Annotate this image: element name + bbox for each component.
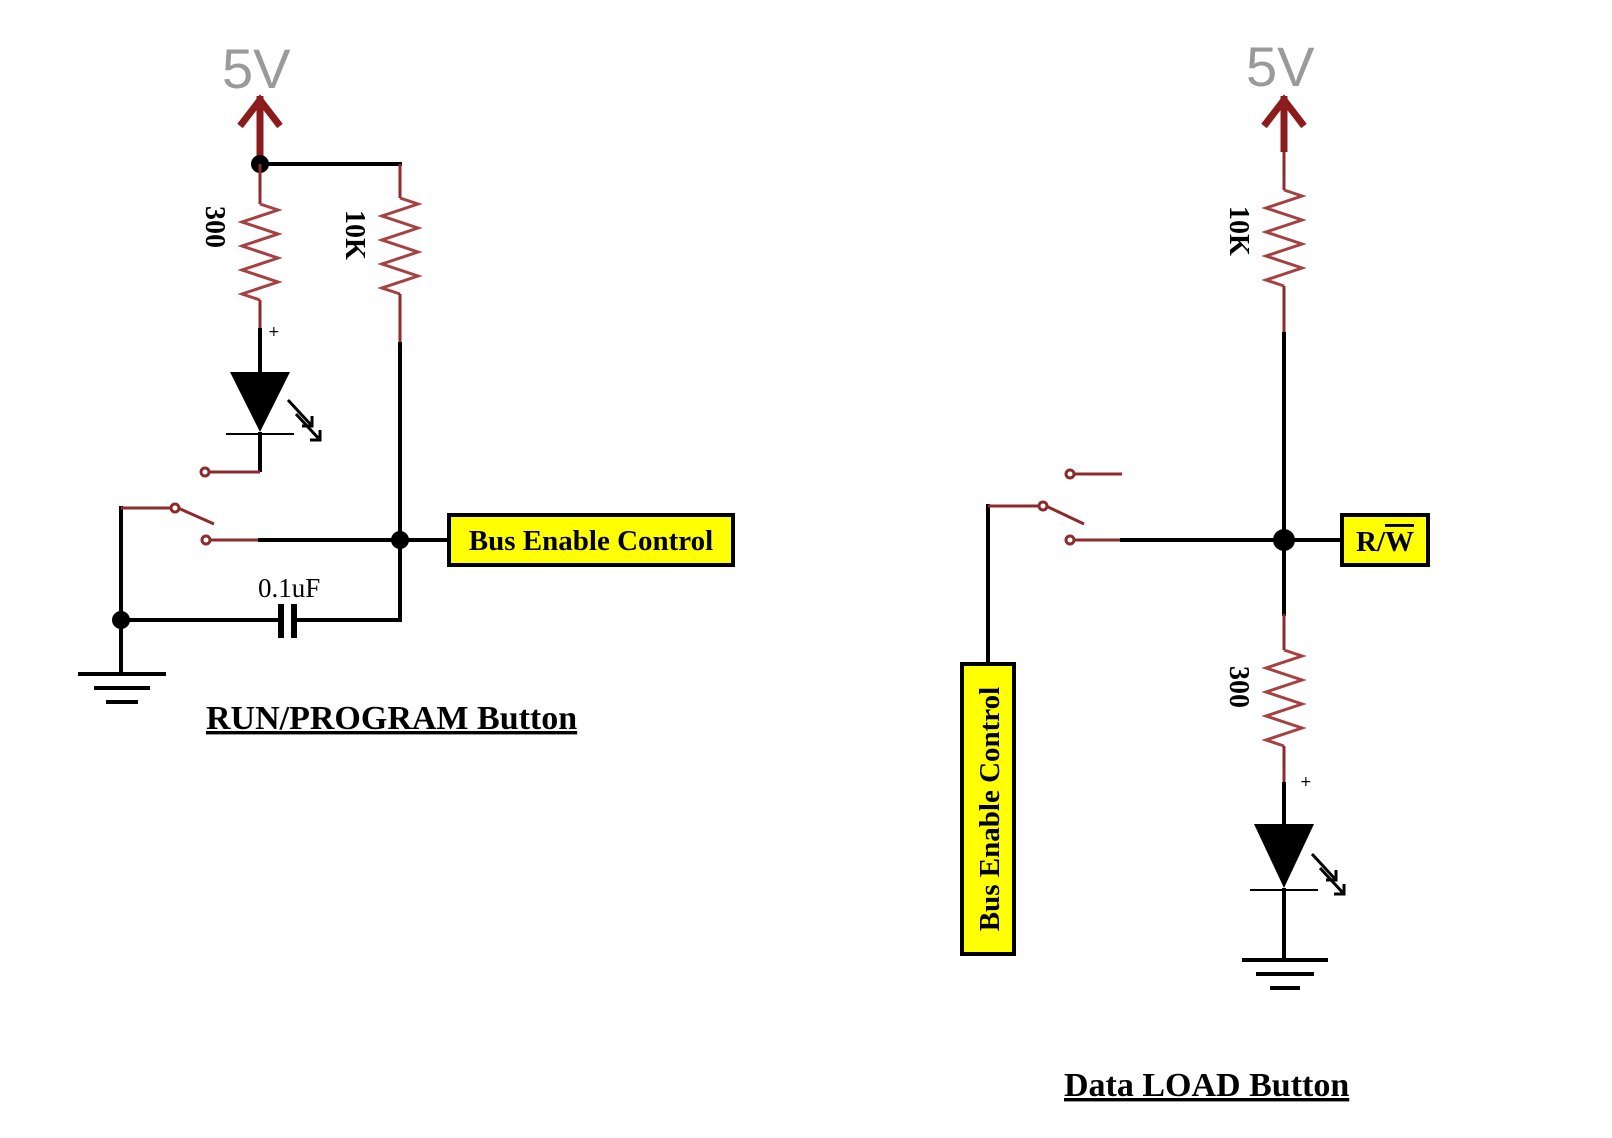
left-capacitor [119,604,402,638]
left-pushbutton-switch [119,502,260,614]
left-supply-label: 5V [222,37,291,100]
left-pullup-resistor-label: 10K [339,210,370,260]
left-output-label-box [447,513,735,567]
right-pullup-resistor-label: 10K [1223,206,1254,256]
left-led-resistor [237,164,283,330]
left-led-plus-mark: + [268,324,280,340]
right-circuit-title: Data LOAD Button [1064,1067,1349,1104]
right-led-resistor-label: 300 [1223,666,1254,708]
right-input-label: Bus Enable Control [974,687,1006,931]
data-load-circuit: 5V 10K R/W Bus En [960,35,1430,1104]
right-supply-arrow-icon [1261,94,1307,152]
left-led-icon [226,328,322,472]
right-led-resistor [1261,614,1307,784]
right-input-label-box [960,662,1016,956]
left-supply-arrow-icon [237,94,283,158]
right-supply-label: 5V [1246,35,1315,98]
right-led-icon [1250,782,1346,962]
right-output-label-box [1340,513,1430,567]
left-ground-icon [78,618,166,704]
right-pushbutton-switch [986,468,1122,666]
left-circuit-title: RUN/PROGRAM Button [206,700,577,737]
left-led-terminal [199,466,211,478]
right-output-label: R/W [1356,526,1414,558]
right-led-plus-mark: + [1300,774,1312,790]
right-pullup-resistor [1261,152,1307,334]
left-led-resistor-label: 300 [199,206,230,248]
left-pullup-resistor [377,164,423,344]
left-output-label: Bus Enable Control [469,525,713,557]
right-ground-icon [1242,958,1328,990]
left-capacitor-label: 0.1uF [258,573,320,603]
run-program-circuit: 5V 300 10K [78,37,735,737]
